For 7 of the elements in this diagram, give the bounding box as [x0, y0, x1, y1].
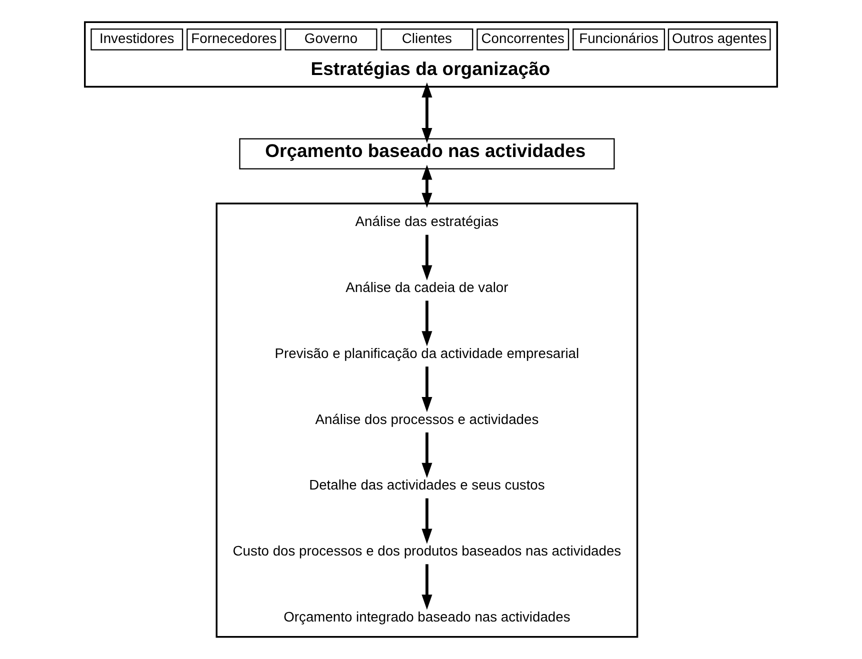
node-text: Análise dos processos e actividades — [315, 410, 539, 427]
node-text: Análise das estratégias — [355, 213, 499, 230]
node-text: Detalhe das actividades e seus custos — [309, 476, 545, 493]
node-text: Orçamento integrado baseado nas actividades — [284, 608, 570, 624]
node-text: Custo dos processos e dos produtos baseados nas actividades — [232, 542, 622, 559]
node-text: Previsão e planificação da actividade empresarial — [274, 344, 580, 361]
node-text: Análise da cadeia de valor — [346, 279, 508, 296]
